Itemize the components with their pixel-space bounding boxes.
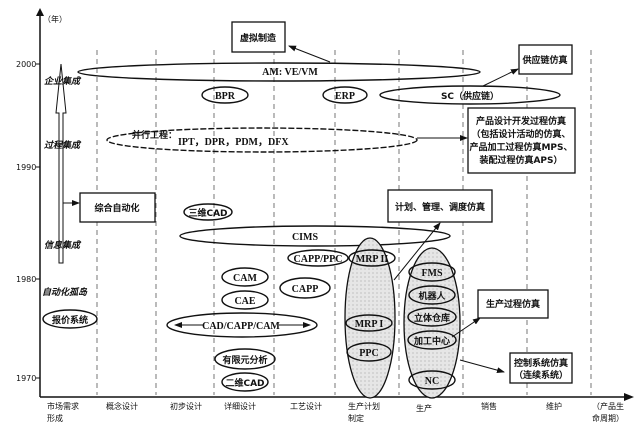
planning-sim-box	[387, 189, 493, 223]
x-label-market-2: 形成	[47, 413, 63, 423]
erp-label: ERP	[335, 91, 355, 102]
production-sim-box	[477, 289, 549, 319]
am-label: AM: VE/VM	[262, 67, 318, 78]
x-label-lifecycle-2: 命周期）	[592, 413, 624, 423]
x-label-detail: 详细设计	[224, 401, 256, 411]
warehouse-ellipse	[407, 307, 457, 327]
x-label-planning: 生产计划	[348, 401, 380, 411]
y-tick-1970: 1970	[16, 374, 36, 383]
robot-ellipse	[408, 285, 456, 305]
product-design-sim-line3: 产品加工过程仿真MPS、	[469, 141, 572, 153]
machining-center-label: 加工中心	[413, 335, 450, 347]
concurrent-engineering-ellipse	[106, 127, 418, 153]
virtual-manufacturing-box	[231, 21, 286, 53]
capp-ppc-label: CAPP/PPC	[294, 254, 343, 265]
control-sim-line1: 控制系统仿真	[514, 357, 568, 369]
x-label-concept: 概念设计	[106, 401, 138, 411]
quote-system-label: 报价系统	[52, 314, 88, 326]
cad3d-ellipse	[183, 203, 233, 221]
robot-label: 机器人	[418, 290, 446, 302]
mrp1-ellipse	[345, 314, 393, 332]
x-label-planning-2: 制定	[348, 413, 364, 423]
product-design-sim-line4: 装配过程仿真APS）	[478, 154, 562, 166]
bpr-ellipse	[201, 86, 249, 104]
capp-ellipse	[279, 277, 331, 299]
mrp2-ellipse	[348, 249, 396, 267]
production-sim-label: 生产过程仿真	[486, 298, 540, 310]
cad3d-label: 三维CAD	[188, 207, 227, 219]
cad2d-ellipse	[221, 372, 269, 392]
y-tick-2000: 2000	[16, 60, 36, 69]
integration-progress-arrow	[55, 63, 67, 264]
concurrent-engineering-title: 并行工程：	[132, 129, 177, 141]
quote-system-ellipse	[42, 309, 98, 329]
fea-ellipse	[214, 348, 276, 370]
planning-sim-label: 计划、管理、调度仿真	[395, 201, 485, 213]
stage-enterprise: 企业集成	[44, 76, 82, 87]
cims-label: CIMS	[292, 232, 319, 243]
concurrent-engineering-items: IPT，DPR，PDM，DFX	[178, 137, 289, 148]
stage-information: 信息集成	[44, 240, 82, 251]
x-axis: 市场需求 形成 概念设计 初步设计 详细设计 工艺设计 生产计划 制定 生产 销…	[40, 393, 634, 423]
ppc-ellipse	[346, 342, 392, 362]
cad-capp-cam-label: CAD/CAPP/CAM	[202, 321, 280, 332]
x-label-lifecycle: （产品生	[592, 401, 624, 411]
supply-chain-sim-label: 供应链仿真	[521, 54, 567, 66]
ppc-label: PPC	[359, 348, 378, 359]
bpr-label: BPR	[215, 91, 236, 102]
capp-label: CAPP	[292, 284, 319, 295]
integrated-automation-box	[79, 192, 156, 223]
y-axis: （年） 2000 1990 1980 1970	[16, 8, 67, 397]
stage-islands: 自动化孤岛	[42, 287, 88, 298]
erp-ellipse	[322, 86, 368, 104]
nc-ellipse	[408, 370, 456, 390]
y-tick-1980: 1980	[16, 275, 36, 284]
fms-ellipse	[408, 262, 456, 282]
product-design-sim-box	[467, 107, 576, 174]
cam-ellipse	[221, 267, 269, 287]
cae-ellipse	[221, 290, 269, 310]
mrp-group-ellipse	[344, 237, 396, 399]
product-design-sim-line2: （包括设计活动的仿真、	[471, 128, 570, 140]
x-label-preliminary: 初步设计	[170, 401, 202, 411]
x-label-production: 生产	[416, 403, 432, 413]
nc-label: NC	[425, 376, 439, 387]
control-sim-line2: （连续系统）	[514, 369, 568, 381]
cad2d-label: 二维CAD	[225, 377, 264, 389]
machining-center-ellipse	[407, 330, 457, 350]
virtual-manufacturing-label: 虚拟制造	[240, 32, 277, 44]
mrp1-label: MRP I	[355, 319, 384, 330]
capp-ppc-ellipse	[287, 249, 349, 267]
cae-label: CAE	[234, 296, 255, 307]
stage-process: 过程集成	[44, 140, 82, 151]
cam-label: CAM	[233, 273, 257, 284]
x-label-market: 市场需求	[47, 401, 79, 411]
y-tick-1990: 1990	[16, 163, 36, 172]
cad-capp-cam-ellipse	[166, 312, 318, 338]
cims-ellipse	[179, 225, 451, 247]
sc-ellipse	[379, 85, 561, 105]
supply-chain-sim-box	[518, 44, 573, 75]
y-axis-unit: （年）	[43, 14, 67, 24]
sc-label: SC（供应链）	[441, 90, 499, 102]
integrated-automation-label: 综合自动化	[94, 202, 139, 214]
x-label-process: 工艺设计	[290, 401, 322, 411]
product-design-sim-line1: 产品设计开发过程仿真	[476, 115, 566, 127]
fea-label: 有限元分析	[222, 354, 267, 366]
x-label-maintenance: 维护	[546, 401, 562, 411]
control-sim-box	[509, 352, 573, 384]
fms-label: FMS	[421, 268, 443, 279]
production-group-ellipse	[403, 247, 461, 399]
am-ellipse	[77, 62, 481, 82]
warehouse-label: 立体仓库	[414, 312, 450, 324]
mrp2-label: MRP II	[356, 254, 389, 265]
x-label-sales: 销售	[481, 401, 497, 411]
